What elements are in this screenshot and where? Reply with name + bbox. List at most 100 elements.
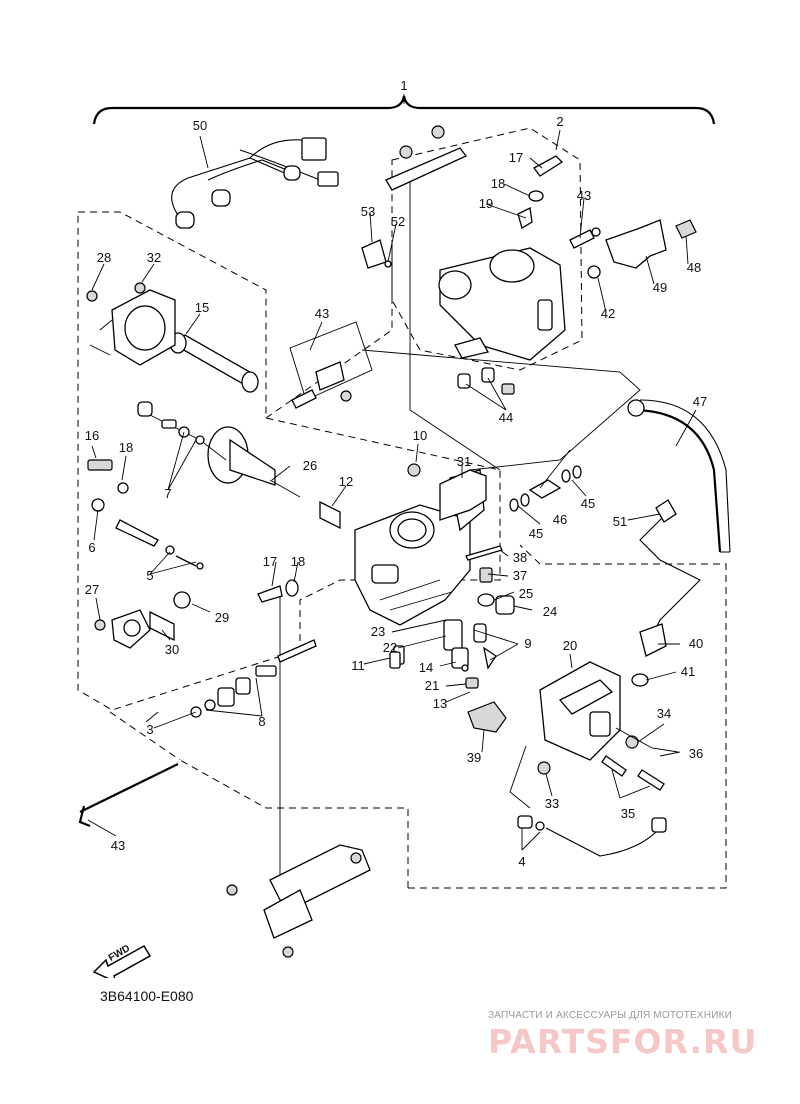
parts-52-53 — [361, 239, 392, 269]
callout-43-upper: 43 — [577, 188, 591, 203]
callout-43-bottom: 43 — [111, 838, 125, 853]
forward-arrow-icon — [92, 944, 152, 978]
callout-34: 34 — [657, 706, 671, 721]
callout-22: 22 — [383, 640, 397, 655]
left-group-boundary — [77, 211, 501, 711]
part-11 — [389, 651, 401, 669]
hose-47 — [635, 408, 722, 553]
jet-parts-center — [393, 619, 497, 689]
callout-23: 23 — [371, 624, 385, 639]
callout-40: 40 — [689, 636, 703, 651]
callout-14: 14 — [419, 660, 433, 675]
sensor-20 — [539, 661, 621, 761]
callout-18-lower: 18 — [291, 554, 305, 569]
callout-51: 51 — [613, 514, 627, 529]
callout-37: 37 — [513, 568, 527, 583]
callout-16: 16 — [85, 428, 99, 443]
callout-19: 19 — [479, 196, 493, 211]
bottom-bracket — [226, 844, 371, 958]
callout-numbers: 1 2 3 4 5 6 7 8 9 10 11 12 13 14 15 16 1… — [85, 78, 707, 869]
watermark-tagline: ЗАПЧАСТИ И АКСЕССУАРЫ ДЛЯ МОТОТЕХНИКИ — [488, 1010, 733, 1021]
hose-47-outer — [639, 399, 731, 553]
watermark-logo: PARTSFOR.RU — [488, 1022, 758, 1061]
callout-6: 6 — [88, 540, 95, 555]
small-parts-left — [87, 401, 205, 570]
callout-52: 52 — [391, 214, 405, 229]
callout-49: 49 — [653, 280, 667, 295]
callout-38: 38 — [513, 550, 527, 565]
parts-17-19-upper — [517, 155, 564, 229]
link-boundary — [109, 711, 181, 761]
rod-line — [279, 170, 641, 880]
callout-15: 15 — [195, 300, 209, 315]
cover-plate — [86, 282, 176, 366]
callout-9: 9 — [524, 636, 531, 651]
bolt-10 — [407, 463, 421, 477]
spring-15 — [169, 332, 259, 393]
bolt-48 — [675, 219, 697, 239]
top-plate — [385, 125, 468, 191]
callout-7: 7 — [164, 486, 171, 501]
callout-41: 41 — [681, 664, 695, 679]
callout-45-right: 45 — [581, 496, 595, 511]
part-39 — [467, 701, 507, 733]
callout-10: 10 — [413, 428, 427, 443]
lower-group-boundary — [179, 544, 727, 889]
callout-18-upper: 18 — [491, 176, 505, 191]
callout-25: 25 — [519, 586, 533, 601]
leader-lines — [87, 94, 697, 851]
callout-45-left: 45 — [529, 526, 543, 541]
callout-18-left: 18 — [119, 440, 133, 455]
callout-27: 27 — [85, 582, 99, 597]
spring-43-left — [289, 321, 373, 409]
callout-12: 12 — [339, 474, 353, 489]
parts-17-18-lower — [257, 579, 299, 603]
callout-8: 8 — [258, 714, 265, 729]
callout-42: 42 — [601, 306, 615, 321]
callout-5: 5 — [146, 568, 153, 583]
link-rod-43 — [78, 763, 179, 828]
callout-53: 53 — [361, 204, 375, 219]
callout-11: 11 — [351, 658, 365, 673]
washer-42 — [587, 265, 601, 279]
callout-21: 21 — [425, 678, 439, 693]
callout-32: 32 — [147, 250, 161, 265]
callout-17-lower: 17 — [263, 554, 277, 569]
callout-47: 47 — [693, 394, 707, 409]
spring-43-upper — [569, 227, 601, 249]
upper-left-boundary — [265, 240, 393, 419]
callout-46: 46 — [553, 512, 567, 527]
callout-39: 39 — [467, 750, 481, 765]
callout-43-left: 43 — [315, 306, 329, 321]
callout-31: 31 — [457, 454, 471, 469]
part-31 — [439, 469, 487, 521]
callout-20: 20 — [563, 638, 577, 653]
callout-13: 13 — [433, 696, 447, 711]
callout-1: 1 — [400, 78, 407, 93]
callout-3: 3 — [146, 722, 153, 737]
callout-50: 50 — [193, 118, 207, 133]
callout-33: 33 — [545, 796, 559, 811]
callout-29: 29 — [215, 610, 229, 625]
callout-36: 36 — [689, 746, 703, 761]
cable-40 — [631, 499, 701, 687]
cable-4 — [509, 745, 667, 857]
bracket-49 — [605, 219, 667, 269]
diaphragm-26 — [139, 409, 301, 498]
carburetor-body-upper — [438, 247, 566, 395]
callout-48: 48 — [687, 260, 701, 275]
tubes — [319, 465, 582, 530]
hose-clamp — [627, 399, 645, 417]
callout-30: 30 — [165, 642, 179, 657]
callout-26: 26 — [303, 458, 317, 473]
diagram-code: 3B64100-E080 — [100, 988, 194, 1004]
callout-2: 2 — [556, 114, 563, 129]
callout-24: 24 — [543, 604, 557, 619]
callout-28: 28 — [97, 250, 111, 265]
callout-17-upper: 17 — [509, 150, 523, 165]
callout-35: 35 — [621, 806, 635, 821]
callout-4: 4 — [518, 854, 525, 869]
parts-27-30 — [94, 591, 191, 649]
wire-harness — [171, 137, 339, 229]
